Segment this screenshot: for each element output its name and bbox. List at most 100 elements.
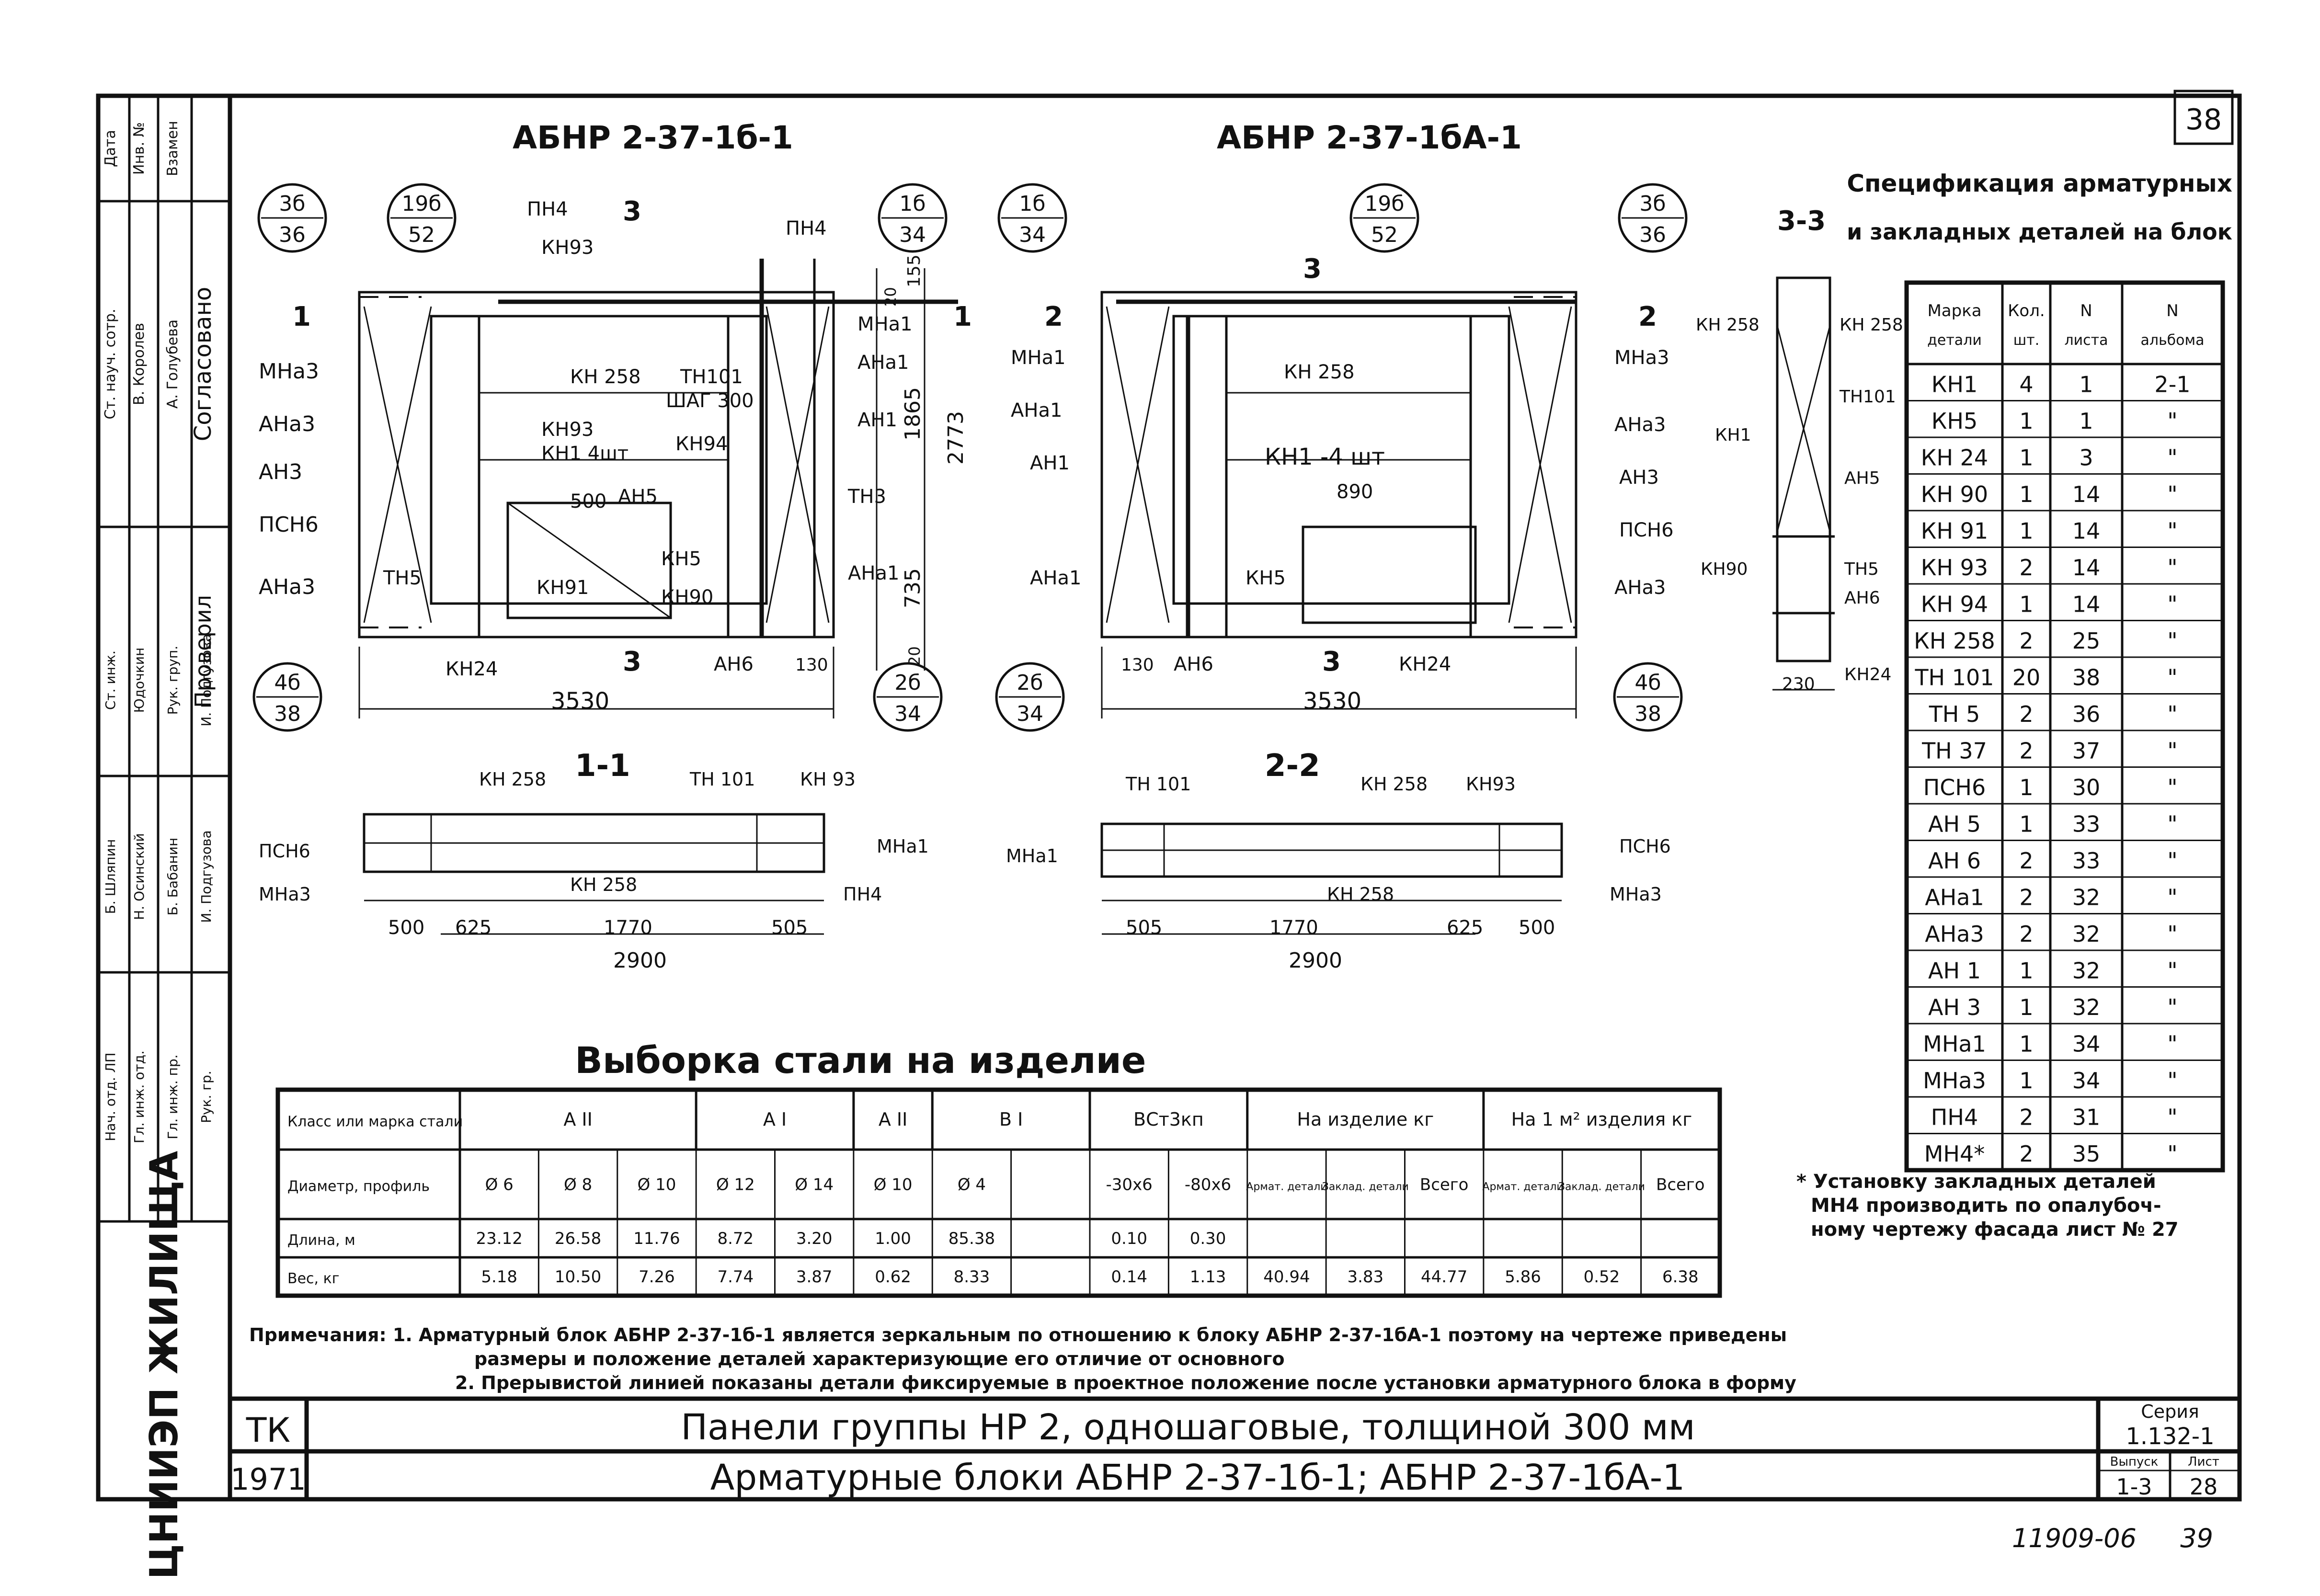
- spec-header: листа: [2064, 332, 2108, 349]
- view2-labels: МНа1 АНа1 АН1 АНа1 МНа3 АНа3 АН3 ПСН6 АН…: [1011, 253, 1674, 715]
- spec-header: Марка: [1927, 301, 1981, 320]
- spec-cell: 25: [2072, 628, 2101, 654]
- steel-cell: 40.94: [1263, 1267, 1310, 1287]
- section-mark: 2: [1638, 301, 1657, 332]
- spec-cell: ": [2167, 994, 2177, 1020]
- spec-cell: ": [2167, 1141, 2177, 1167]
- spec-cell: 4: [2019, 372, 2033, 398]
- section-mark: 1: [953, 301, 972, 332]
- label: МНа1: [877, 836, 929, 857]
- steel-class: А II: [879, 1109, 908, 1130]
- label: КН 93: [800, 769, 856, 790]
- spec-cell: 3: [2079, 445, 2093, 471]
- spec-cell: ": [2167, 592, 2177, 617]
- callout-circle: [1618, 183, 1688, 253]
- spec-cell: 20: [2012, 665, 2041, 691]
- label: АН5: [618, 486, 658, 508]
- dim: 2900: [613, 948, 667, 973]
- steel-cell: 1.00: [875, 1229, 911, 1248]
- steel-cell: Всего: [1656, 1175, 1705, 1195]
- stamp-extra-role-2: Рук. груп.: [165, 646, 181, 715]
- dim: 505: [771, 917, 808, 939]
- spec-cell: 1: [2019, 811, 2033, 837]
- stamp-extra-role: Ст. инж.: [103, 650, 118, 710]
- label: АН1: [1030, 452, 1070, 474]
- label: АН6: [714, 653, 754, 675]
- label: АНа3: [259, 575, 315, 599]
- section-mark: 2: [1044, 301, 1063, 332]
- spec-cell: ": [2167, 848, 2177, 874]
- spec-cell: МНа3: [1923, 1068, 1986, 1094]
- spec-cell: КН1: [1931, 372, 1978, 398]
- callout-top: 4б: [274, 671, 300, 695]
- label: ТН5: [1844, 559, 1879, 579]
- spec-title-1: Спецификация арматурных: [1847, 170, 2232, 197]
- label: АН6: [1844, 588, 1880, 608]
- label: КН 258: [479, 769, 546, 790]
- section-mark: 1: [292, 301, 311, 332]
- spec-cell: 1: [2019, 1031, 2033, 1057]
- spec-header: детали: [1927, 332, 1982, 349]
- label: ПН4: [786, 217, 827, 239]
- label: МНа1: [857, 313, 913, 335]
- label: ТН5: [383, 567, 422, 589]
- spec-cell: 2: [2019, 848, 2033, 874]
- section-2-2-title: 2-2: [1265, 748, 1320, 784]
- stamp-person-2: Н. Осинский: [131, 833, 147, 920]
- steel-class: На 1 м² изделия кг: [1511, 1109, 1692, 1130]
- callout-circle: [1613, 662, 1683, 732]
- section-2-2: 2-2 ТН 101 КН 258 КН93 МНа1 ПСН6 КН 258 …: [1006, 748, 1671, 973]
- view1-labels: МНа3 АНа3 АН3 ПСН6 АНа3 ПН4 КН93 КН 258 …: [259, 196, 972, 715]
- callout-circle: [873, 662, 943, 732]
- issue-label: Выпуск: [2110, 1455, 2159, 1469]
- dim: 1865: [901, 387, 925, 441]
- view1-title: АБНР 2-37-1б-1: [513, 119, 793, 156]
- spec-cell: ": [2167, 628, 2177, 654]
- spec-cell: 34: [2072, 1031, 2101, 1057]
- spec-cell: ": [2167, 555, 2177, 581]
- spec-cell: 32: [2072, 994, 2101, 1020]
- steel-cell: 0.10: [1111, 1229, 1147, 1248]
- steel-cell: -80x6: [1185, 1175, 1231, 1195]
- spec-title-2: и закладных деталей на блок: [1847, 219, 2232, 245]
- label: КН24: [446, 658, 498, 680]
- stamp-side-replace: Взамен: [164, 121, 181, 176]
- view1-elevation: [358, 259, 958, 718]
- label: ПН4: [527, 198, 568, 220]
- steel-cell: Ø 10: [874, 1175, 913, 1195]
- spec-cell: 36: [2072, 701, 2101, 727]
- stamp-role-2: Гл. инж. отд.: [131, 1050, 147, 1143]
- spec-cell: 14: [2072, 592, 2101, 617]
- callout-circle: [878, 183, 948, 253]
- spec-cell: АН 6: [1928, 848, 1981, 874]
- spec-cell: 34: [2072, 1068, 2101, 1094]
- label: ТН101: [1839, 387, 1896, 407]
- spec-cell: 1: [2019, 958, 2033, 984]
- stamp-agreed-name-2: В. Королев: [131, 323, 148, 405]
- spec-header: N: [2166, 301, 2178, 320]
- steel-cell: 10.50: [555, 1267, 601, 1287]
- callout-top: 19б: [401, 192, 441, 216]
- dim: 500: [1519, 917, 1555, 939]
- dim: 505: [1126, 917, 1162, 939]
- steel-cell: 5.18: [481, 1267, 517, 1287]
- section-1-1-title: 1-1: [575, 748, 630, 784]
- stamp-extra-person: Юдочкин: [131, 648, 147, 713]
- spec-cell: КН5: [1931, 408, 1978, 434]
- label: 130: [1121, 655, 1154, 675]
- spec-cell: ": [2167, 958, 2177, 984]
- spec-cell: КН 24: [1921, 445, 1988, 471]
- spec-cell: ": [2167, 701, 2177, 727]
- steel-class: А II: [563, 1109, 593, 1130]
- label: ПН4: [843, 884, 882, 905]
- label: КН93: [541, 237, 594, 259]
- stamp-agreed-name-1: Ст. науч. сотр.: [102, 309, 119, 420]
- spec-cell: 2: [2019, 701, 2033, 727]
- label: КН93: [541, 419, 594, 441]
- view2-callouts: 1б 34 19б 52 3б 36 2б 34 4б 38: [995, 183, 1688, 732]
- spec-cell: 1: [2019, 518, 2033, 544]
- dim: 3530: [1303, 688, 1361, 715]
- section-3-3-title: 3-3: [1777, 205, 1826, 237]
- notes-line-3: 2. Прерывистой линией показаны детали фи…: [455, 1372, 1796, 1393]
